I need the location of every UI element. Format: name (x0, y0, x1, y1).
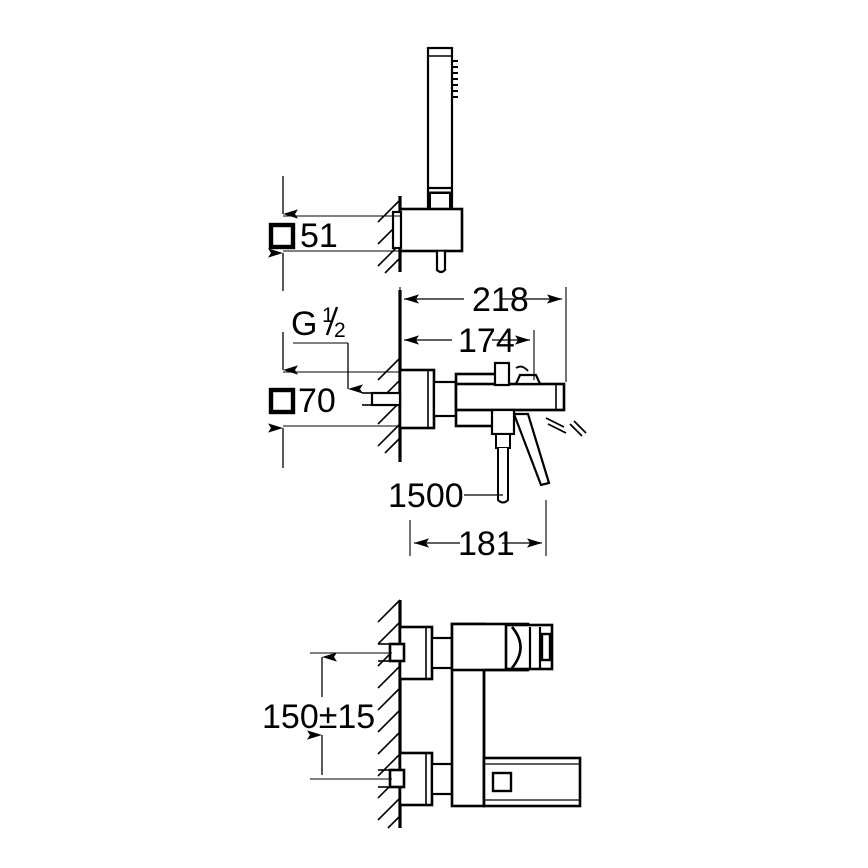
mixer-body-middle (454, 361, 566, 428)
hand-shower-spray-face (452, 60, 458, 98)
dimension-spout-depth (409, 500, 547, 556)
dimension-centre-distance (307, 652, 392, 780)
thread-denominator: 2 (334, 319, 346, 342)
label-escutcheon-square: 70 (268, 382, 336, 420)
thread-letter: G (291, 305, 317, 343)
escutcheon-upper-bottom (378, 625, 454, 681)
lever-handle-bottom (504, 623, 554, 671)
hose-length-value: 1500 (388, 477, 464, 515)
spout-depth-value: 181 (458, 525, 515, 563)
dimension-holder-square (268, 176, 400, 291)
shower-hose-middle (490, 408, 516, 504)
middle-view-group (268, 287, 587, 556)
dimension-overall-depth (399, 287, 567, 382)
centre-distance-value: 150±15 (262, 698, 375, 736)
label-thread: G 1 2 (291, 304, 346, 343)
overall-depth-value: 218 (472, 281, 529, 319)
fraction-slash (325, 306, 339, 336)
diverter-detail-middle (545, 417, 587, 437)
dimension-escutcheon-square (268, 332, 400, 468)
dimension-body-depth (404, 330, 535, 380)
label-holder-square: 51 (268, 217, 338, 255)
escutcheon-square-value: 70 (298, 382, 336, 420)
escutcheon-middle (362, 368, 458, 430)
body-depth-value: 174 (458, 322, 515, 360)
top-view-group (268, 46, 464, 291)
mixer-body-bottom (450, 622, 530, 808)
hand-shower (426, 46, 458, 210)
wall-hatch-bottom (377, 599, 401, 829)
wall-hatch-middle (377, 357, 401, 454)
bottom-view-group (307, 599, 582, 829)
shower-holder (391, 207, 464, 274)
dimension-thread-leader (293, 342, 363, 394)
spout-bottom (482, 756, 582, 808)
holder-square-value: 51 (300, 217, 338, 255)
thread-numerator: 1 (322, 304, 334, 327)
square-symbol-icon (268, 222, 296, 250)
escutcheon-lower-bottom (378, 751, 454, 807)
lever-handle-middle (512, 412, 551, 487)
square-symbol-icon-2 (268, 387, 296, 415)
